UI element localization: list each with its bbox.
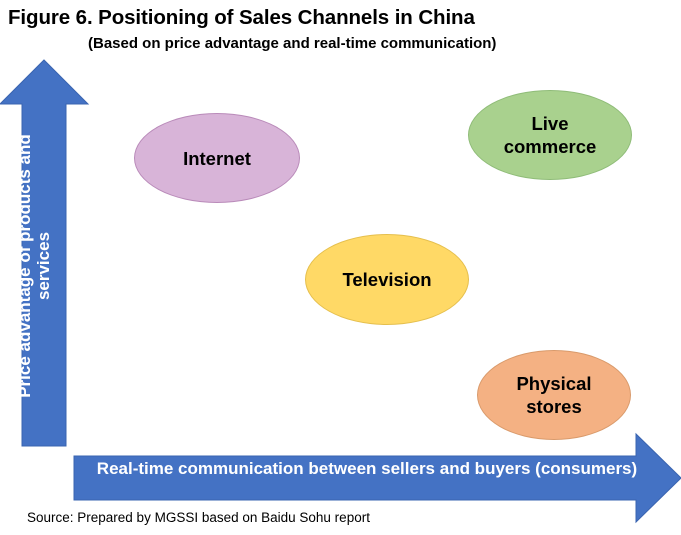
live-commerce-label: Live commerce [503, 113, 597, 157]
figure-subtitle: (Based on price advantage and real-time … [88, 35, 497, 52]
live-commerce-channel: Live commerce [468, 90, 632, 180]
y-axis-arrow [0, 59, 90, 447]
source-note: Source: Prepared by MGSSI based on Baidu… [27, 510, 370, 525]
internet-label: Internet [183, 147, 251, 169]
television-channel: Television [305, 234, 469, 325]
internet-channel: Internet [134, 113, 300, 203]
physical-stores-label: Physical stores [516, 373, 592, 417]
physical-stores-channel: Physical stores [477, 350, 631, 440]
x-axis-label: Real-time communication between sellers … [96, 459, 638, 478]
x-axis-arrow [73, 432, 681, 524]
figure-title: Figure 6. Positioning of Sales Channels … [8, 6, 475, 29]
television-label: Television [342, 269, 432, 290]
y-axis-label: Price advantage of products and services [15, 134, 53, 398]
